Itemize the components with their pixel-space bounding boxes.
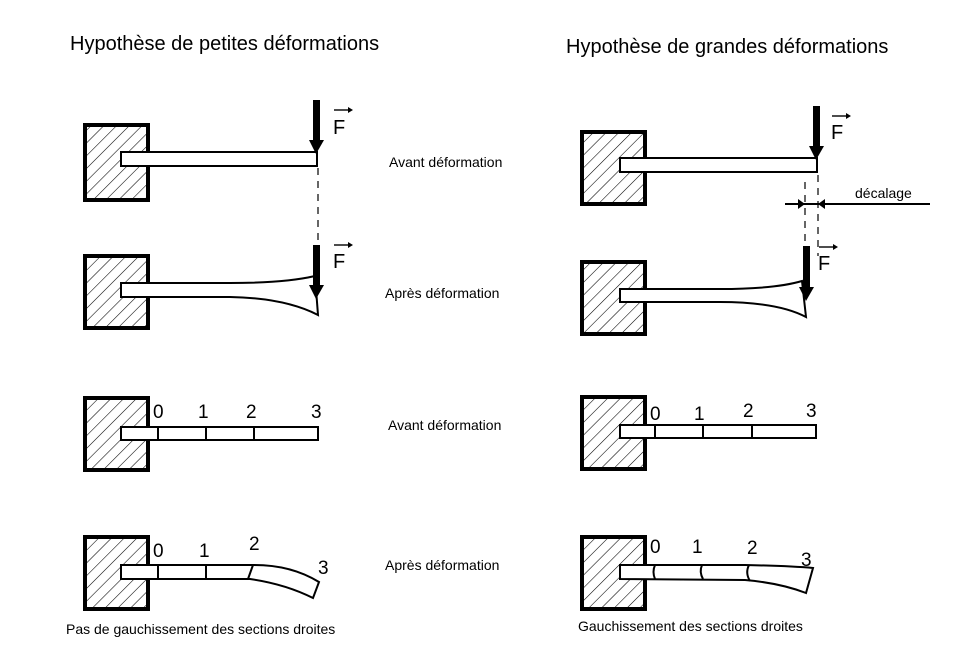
section-number: 3: [801, 550, 812, 571]
left-title: Hypothèse de petites déformations: [70, 33, 379, 55]
warped-section-line: [652, 564, 656, 580]
section-number: 1: [694, 404, 705, 425]
force-arrow: [313, 245, 320, 287]
section-number: 3: [806, 401, 817, 422]
section-number: 2: [249, 534, 260, 555]
warped-section-line: [746, 564, 751, 582]
section-number: 2: [743, 401, 754, 422]
deformed-beam: [619, 279, 808, 319]
left-caption: Pas de gauchissement des sections droite…: [66, 621, 335, 637]
section-number: 3: [311, 402, 322, 423]
section-number: 3: [318, 558, 329, 579]
left-row1-beam-undeformed: F: [83, 100, 353, 202]
section-line: [247, 564, 254, 580]
force-arrow-head: [309, 285, 324, 299]
beam: [120, 151, 318, 167]
row3-label: Avant déformation: [388, 417, 501, 433]
force-arrow: [803, 246, 810, 289]
beam: [120, 426, 319, 441]
force-arrow-head: [809, 146, 824, 160]
force-label: F: [818, 253, 830, 275]
section-number: 2: [747, 538, 758, 559]
row1-label: Avant déformation: [389, 154, 502, 170]
force-arrow-head: [799, 287, 814, 301]
section-number: 2: [246, 402, 257, 423]
section-number: 0: [650, 404, 661, 425]
left-row4-sections-deformed: 0 1 2 3: [83, 534, 329, 611]
section-number: 0: [153, 402, 164, 423]
force-label: F: [333, 117, 345, 139]
right-caption: Gauchissement des sections droites: [578, 618, 803, 634]
dimension-arrow: [818, 199, 825, 209]
force-label: F: [333, 251, 345, 273]
warped-section-line: [699, 564, 704, 580]
right-row4-sections-warped: 0 1 2 3: [580, 535, 815, 611]
fixed-support: [83, 535, 150, 611]
right-row3-sections-undeformed: 0 1 2 3: [580, 395, 817, 471]
row2-label: Après déformation: [385, 285, 499, 301]
right-row1-beam-undeformed: F: [580, 106, 851, 206]
force-arrow: [313, 100, 320, 142]
offset-label: décalage: [855, 185, 912, 201]
row4-label: Après déformation: [385, 557, 499, 573]
section-number: 0: [153, 541, 164, 562]
beam: [619, 424, 817, 439]
left-row3-sections-undeformed: 0 1 2 3: [83, 396, 322, 472]
force-label: F: [831, 122, 843, 144]
offset-dimension: décalage: [785, 175, 930, 256]
right-title: Hypothèse de grandes déformations: [566, 36, 888, 58]
section-number: 1: [692, 537, 703, 558]
section-number: 0: [650, 537, 661, 558]
force-arrow: [813, 106, 820, 148]
deformed-beam: [120, 563, 321, 600]
section-number: 1: [198, 402, 209, 423]
right-row2-beam-deformed: F: [580, 244, 838, 336]
left-row2-beam-deformed: F: [83, 242, 353, 330]
section-number: 1: [199, 541, 210, 562]
dimension-arrow: [798, 199, 805, 209]
force-arrow-head: [309, 140, 324, 154]
deformed-beam: [120, 274, 320, 317]
beam: [619, 157, 818, 173]
deformed-beam: [619, 564, 815, 595]
